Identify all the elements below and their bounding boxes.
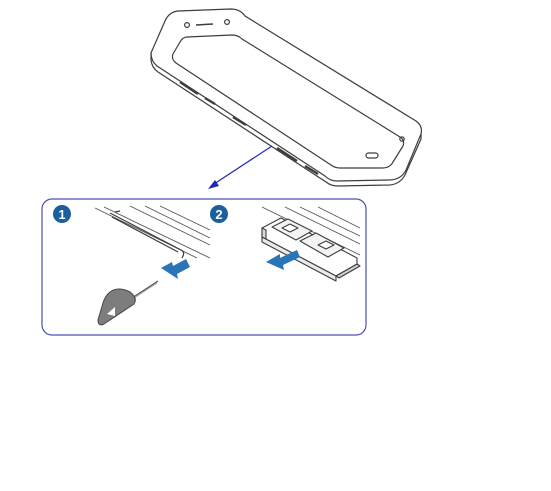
pointer-arrow	[208, 145, 273, 189]
phone-jack	[399, 136, 405, 142]
pull-out-arrow-icon	[266, 250, 300, 270]
step-2-badge: 2	[210, 205, 228, 223]
sim-ejection-pin-icon	[97, 280, 159, 326]
sim-tray-icon	[261, 217, 361, 282]
step-2-number: 2	[215, 207, 222, 222]
smartphone-illustration	[150, 8, 423, 187]
phone-sensor	[224, 19, 231, 26]
phone-volume-button	[179, 81, 199, 95]
step-1-tray-slot	[109, 210, 185, 259]
phone-bixby-button	[204, 96, 216, 106]
phone-sim-tray-slot	[276, 146, 298, 163]
phone-earpiece	[195, 23, 214, 26]
phone-usb-port	[365, 152, 379, 159]
phone-front-camera	[184, 22, 191, 29]
step-1-number: 1	[58, 207, 65, 222]
phone-power-button	[232, 115, 247, 127]
phone-screen	[171, 34, 405, 169]
phone-sd-slot	[304, 164, 319, 176]
insert-arrow-icon	[161, 259, 190, 279]
step-1-illustration: 1	[53, 205, 211, 326]
phone-side-edge	[150, 53, 422, 187]
step-1-badge: 1	[53, 205, 71, 223]
step-2-illustration: 2	[210, 205, 361, 282]
